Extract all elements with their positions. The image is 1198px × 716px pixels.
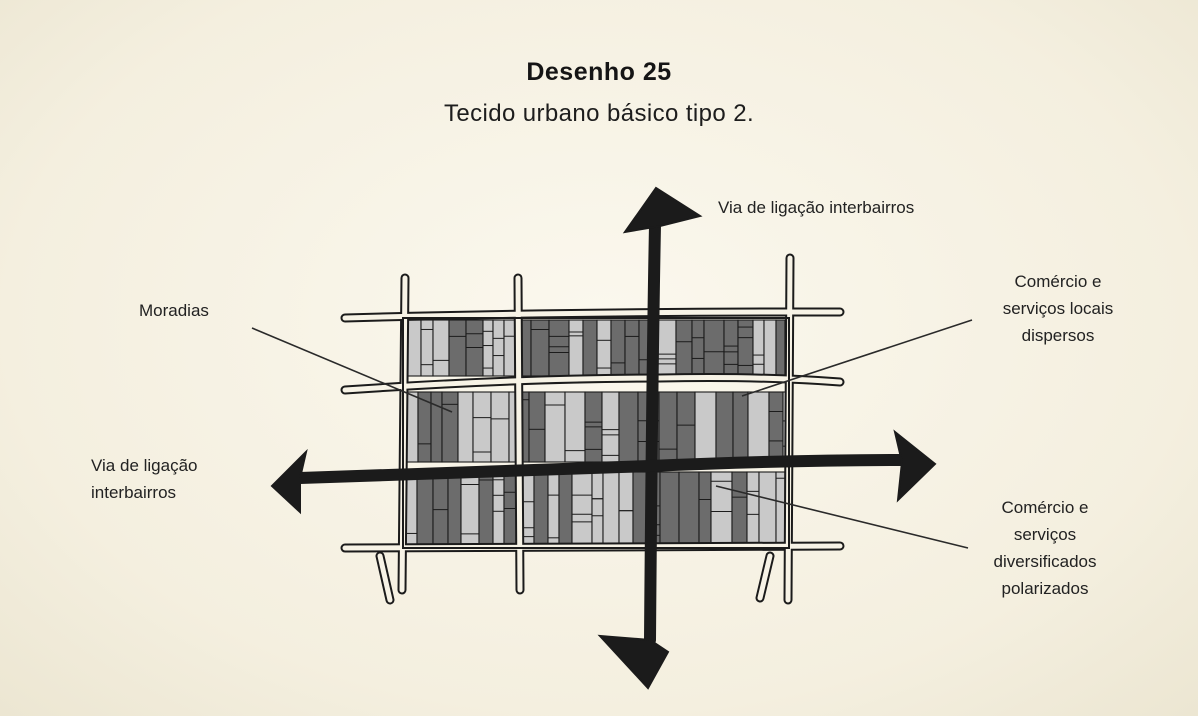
label-comercio-locais: Comércio e serviços locais dispersos bbox=[968, 268, 1148, 349]
commerce-block bbox=[678, 471, 700, 547]
housing-block bbox=[492, 471, 505, 547]
housing-block bbox=[752, 319, 765, 377]
housing-block bbox=[460, 471, 480, 547]
commerce-block bbox=[528, 391, 546, 463]
commerce-block bbox=[548, 319, 570, 377]
housing-block bbox=[775, 471, 786, 547]
commerce-block bbox=[430, 391, 443, 463]
housing-block bbox=[503, 319, 516, 377]
commerce-block bbox=[465, 319, 484, 377]
arrow-head-up bbox=[622, 186, 703, 234]
commerce-block bbox=[533, 471, 549, 547]
commerce-block bbox=[558, 471, 573, 547]
street-grid bbox=[340, 253, 845, 605]
arrow-head-left bbox=[270, 448, 308, 515]
housing-block bbox=[710, 471, 733, 547]
housing-block bbox=[602, 471, 620, 547]
commerce-block bbox=[618, 391, 639, 463]
commerce-block bbox=[432, 471, 449, 547]
housing-block bbox=[747, 391, 770, 463]
commerce-block bbox=[698, 471, 712, 547]
commerce-block bbox=[624, 319, 640, 377]
commerce-block bbox=[737, 319, 754, 377]
blocks-layer bbox=[405, 319, 787, 547]
label-comercio-diversificados: Comércio e serviços diversificados polar… bbox=[955, 494, 1135, 602]
label-comercio-locais-line2: serviços locais bbox=[1002, 299, 1114, 318]
commerce-block bbox=[448, 319, 467, 377]
housing-block bbox=[571, 471, 593, 547]
commerce-block bbox=[610, 319, 626, 377]
label-comercio-locais-line3: dispersos bbox=[1021, 326, 1095, 345]
housing-block bbox=[746, 471, 760, 547]
label-via-left-line2: interbairros bbox=[91, 483, 177, 502]
commerce-block bbox=[416, 471, 434, 547]
housing-block bbox=[568, 319, 584, 377]
commerce-block bbox=[731, 471, 748, 547]
leader-moradias bbox=[251, 327, 453, 413]
label-comercio-div-line4: polarizados bbox=[1001, 579, 1089, 598]
housing-block bbox=[547, 471, 560, 547]
label-via-interbairros-top: Via de ligação interbairros bbox=[718, 198, 915, 217]
arrow-head-down bbox=[597, 634, 670, 690]
housing-block bbox=[656, 319, 677, 377]
commerce-block bbox=[703, 319, 725, 377]
commerce-block bbox=[478, 471, 494, 547]
commerce-block bbox=[659, 471, 680, 547]
housing-block bbox=[694, 391, 717, 463]
commerce-block bbox=[691, 319, 705, 377]
arrow-head-right bbox=[893, 429, 937, 503]
commerce-block bbox=[582, 319, 598, 377]
figure-subtitle: Tecido urbano básico tipo 2. bbox=[443, 100, 755, 127]
arterial-cross bbox=[270, 186, 937, 690]
commerce-block bbox=[768, 391, 784, 463]
housing-block bbox=[564, 391, 586, 463]
commerce-block bbox=[676, 391, 696, 463]
commerce-block bbox=[447, 471, 462, 547]
housing-block bbox=[591, 471, 604, 547]
leader-comercio-diversificados bbox=[715, 485, 969, 549]
leader-lines bbox=[251, 319, 973, 549]
commerce-block bbox=[732, 391, 749, 463]
housing-block bbox=[544, 391, 566, 463]
housing-block bbox=[420, 319, 434, 377]
housing-block bbox=[457, 391, 474, 463]
leader-comercio-locais bbox=[741, 319, 973, 397]
housing-block bbox=[492, 319, 505, 377]
housing-block bbox=[432, 319, 450, 377]
housing-block bbox=[763, 319, 777, 377]
commerce-block bbox=[715, 391, 734, 463]
housing-block bbox=[618, 471, 634, 547]
label-comercio-div-line1: Comércio e bbox=[1001, 498, 1089, 517]
housing-block bbox=[405, 471, 418, 547]
commerce-block bbox=[723, 319, 739, 377]
housing-block bbox=[758, 471, 777, 547]
housing-block bbox=[490, 391, 510, 463]
label-moradias: Moradias bbox=[139, 301, 209, 320]
label-via-left-line1: Via de ligação bbox=[91, 456, 198, 475]
figure-title: Desenho 25 bbox=[526, 58, 672, 86]
housing-block bbox=[601, 391, 620, 463]
commerce-block bbox=[675, 319, 693, 377]
label-comercio-div-line2: serviços bbox=[1013, 525, 1077, 544]
label-comercio-div-line3: diversificados bbox=[993, 552, 1097, 571]
commerce-block bbox=[658, 391, 678, 463]
label-via-interbairros-left: Via de ligação interbairros bbox=[91, 452, 198, 506]
label-comercio-locais-line1: Comércio e bbox=[1014, 272, 1102, 291]
commerce-block bbox=[530, 319, 550, 377]
commerce-block bbox=[441, 391, 459, 463]
commerce-block bbox=[775, 319, 786, 377]
